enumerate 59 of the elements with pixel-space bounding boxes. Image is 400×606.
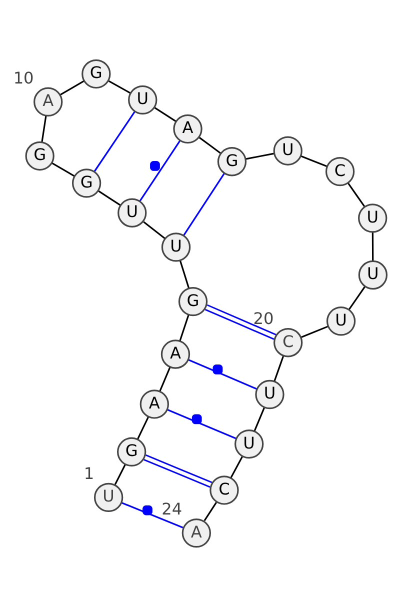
connector [300, 325, 328, 338]
connector [204, 304, 276, 340]
node-circle: U [358, 260, 388, 290]
node-circle: G [72, 168, 102, 198]
node-circle: G [82, 58, 111, 88]
connector [179, 314, 190, 341]
node-circle: U [358, 203, 388, 232]
node-label: 10 [13, 68, 34, 87]
node-circle: G [178, 286, 208, 316]
connector [60, 80, 84, 96]
connector [179, 260, 190, 288]
connector [139, 140, 180, 201]
node-circle: U [255, 379, 284, 409]
connector [300, 154, 327, 167]
node-circle: C [210, 475, 239, 504]
connector [372, 232, 374, 260]
connector [198, 136, 222, 154]
connector [254, 406, 266, 431]
connector [159, 366, 171, 391]
node-label: 20 [253, 308, 274, 328]
connector [52, 162, 75, 176]
node-circle: G [117, 436, 146, 466]
node-circle: U [234, 428, 264, 458]
node-circle: A [34, 86, 63, 116]
node-circle: U [118, 198, 147, 227]
connector [188, 358, 258, 390]
node-circle: A [160, 339, 190, 368]
connector [144, 454, 212, 488]
node-circle: C [274, 328, 303, 357]
node-label: 1 [84, 463, 94, 482]
node-circle: A [173, 114, 202, 144]
node-circle: U [326, 306, 356, 336]
node-circle: U [161, 232, 191, 262]
connector [114, 464, 126, 484]
node-circle: U [128, 84, 158, 114]
node-circle: A [140, 389, 169, 418]
connector [94, 110, 136, 172]
node-circle: G [217, 146, 247, 176]
connector [41, 115, 47, 142]
node-circle: A [182, 518, 211, 548]
connector [122, 502, 184, 528]
node-label: 24 [162, 499, 182, 518]
connector [143, 220, 166, 239]
connector [348, 182, 366, 207]
connector [154, 106, 176, 122]
connector [246, 152, 274, 160]
node-circle: G [25, 140, 54, 170]
connector [108, 80, 131, 94]
connector [274, 356, 284, 381]
connector [183, 172, 225, 236]
connector [137, 416, 150, 439]
node-circle: U [273, 136, 302, 165]
node-circle: C [325, 156, 355, 186]
connector [167, 408, 236, 439]
connector [204, 501, 217, 521]
connector [230, 456, 243, 478]
connector [98, 190, 121, 206]
connector [348, 286, 366, 310]
node-circle: U [94, 482, 124, 512]
